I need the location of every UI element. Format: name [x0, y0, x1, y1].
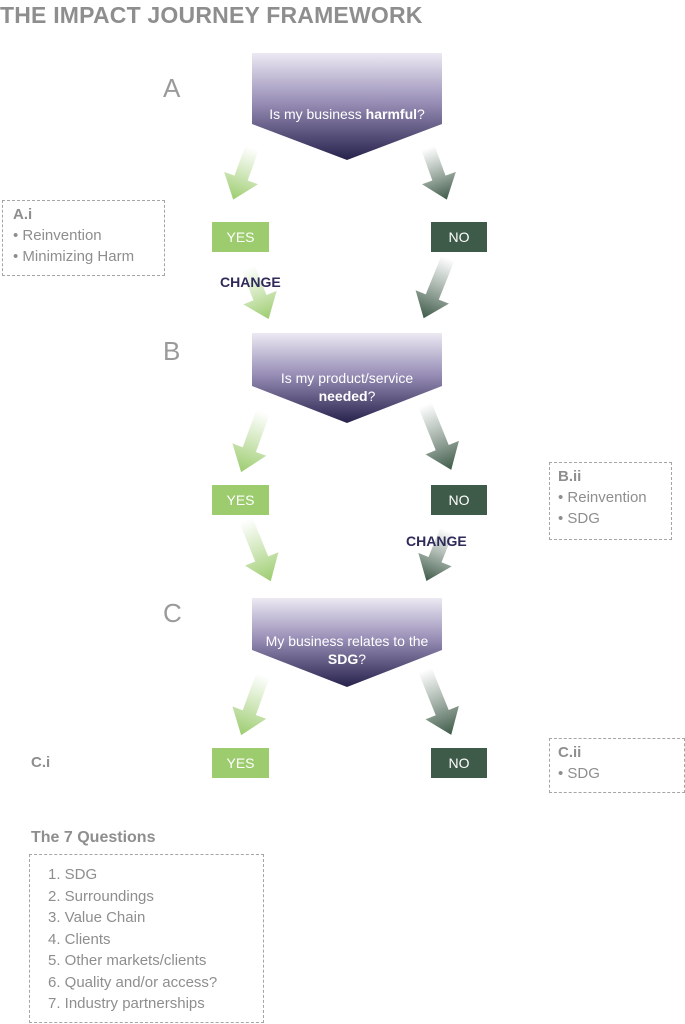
change-label-b: CHANGE: [406, 533, 467, 549]
question-chevron-b: [252, 333, 442, 423]
arrow-a-yes: [224, 145, 259, 200]
stage-letter-c: C: [163, 598, 182, 628]
box-b-ii-item: • Reinvention: [558, 489, 647, 506]
arrow-c-no: [418, 667, 459, 735]
question-item: 4. Clients: [48, 930, 111, 948]
box-a-i: A.i • Reinvention • Minimizing Harm: [2, 200, 165, 276]
box-a-i-item: • Reinvention: [13, 227, 102, 244]
arrow-no-change-b: [418, 527, 454, 581]
no-box-b: NO: [431, 485, 487, 515]
stage-letter-b: B: [163, 336, 181, 366]
arrow-b-no: [418, 402, 459, 470]
arrow-yes-change-a: [241, 265, 277, 319]
box-c-ii-heading: C.ii: [558, 744, 582, 761]
box-b-ii-item: • SDG: [558, 510, 600, 527]
arrow-c-yes: [232, 672, 270, 736]
question-chevron-a: [252, 53, 442, 160]
question-item: 7. Industry partnerships: [48, 995, 205, 1012]
yes-box-b: YES: [212, 485, 269, 515]
seven-questions-box: 1. SDG 2. Surroundings 3. Value Chain 4.…: [29, 854, 264, 1023]
question-item: 6. Quality and/or access?: [48, 973, 218, 991]
label-c-i: C.i: [31, 754, 51, 771]
box-a-i-heading: A.i: [13, 206, 33, 223]
change-label-a: CHANGE: [220, 274, 281, 290]
question-a: Is my business harmful?: [269, 106, 425, 122]
no-box-c: NO: [431, 748, 487, 778]
question-item: 2. Surroundings: [48, 887, 154, 905]
box-a-i-item: • Minimizing Harm: [13, 248, 135, 265]
arrow-a-no: [421, 145, 456, 200]
arrow-b-yes: [232, 409, 270, 473]
seven-questions-heading: The 7 Questions: [31, 829, 156, 846]
question-item: 1. SDG: [48, 866, 98, 883]
question-chevron-c: [252, 598, 442, 687]
box-b-ii-heading: B.ii: [558, 468, 582, 485]
question-item: 3. Value Chain: [48, 909, 146, 926]
stage-letter-a: A: [163, 73, 181, 103]
box-c-ii-item: • SDG: [558, 765, 600, 782]
box-b-ii: B.ii • Reinvention • SDG: [549, 462, 672, 540]
arrow-no-down-a: [415, 255, 455, 319]
arrow-yes-down-b: [239, 517, 279, 582]
yes-box-c: YES: [212, 748, 269, 778]
no-box-a: NO: [431, 222, 487, 252]
page-title: THE IMPACT JOURNEY FRAMEWORK: [0, 2, 423, 28]
yes-box-a: YES: [212, 222, 269, 252]
box-c-ii: C.ii • SDG: [549, 738, 685, 793]
question-item: 5. Other markets/clients: [48, 952, 207, 969]
